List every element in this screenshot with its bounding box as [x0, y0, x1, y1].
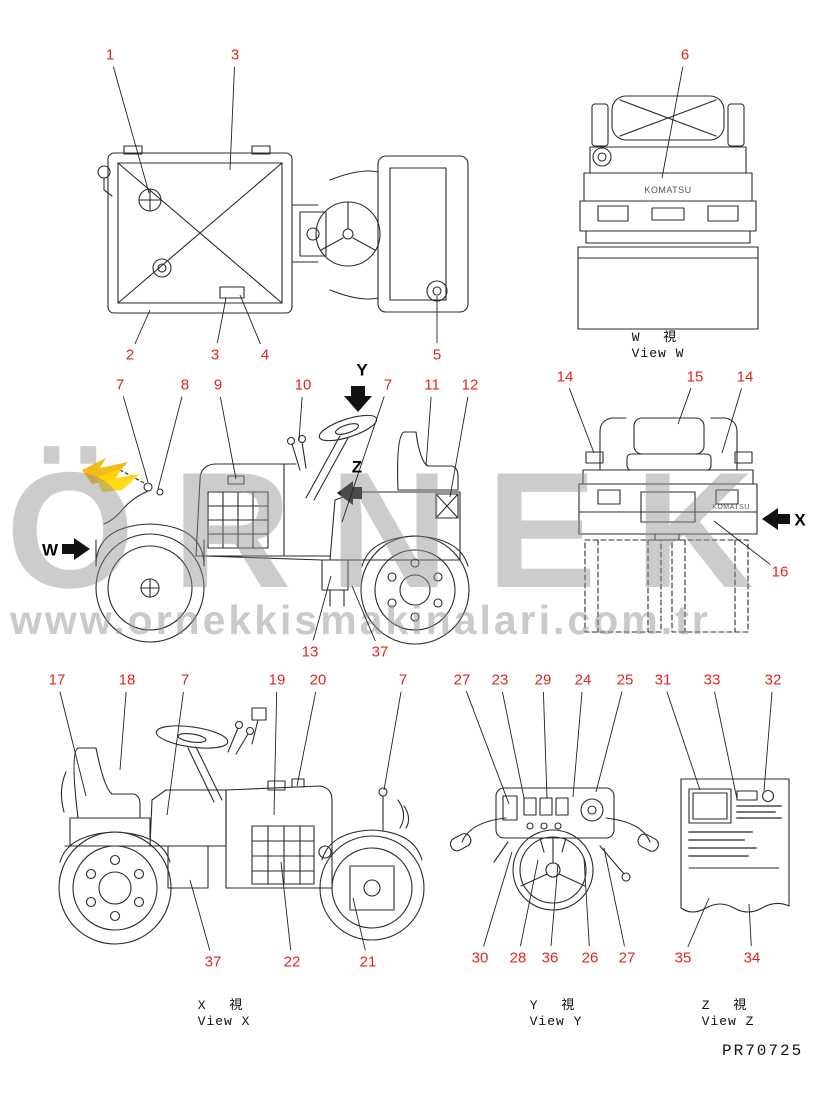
callout-13: 13: [301, 643, 319, 661]
top-view-art: [97, 145, 469, 314]
callout-32: 32: [764, 671, 782, 689]
callout-9: 9: [213, 376, 223, 394]
callout-1: 1: [105, 46, 115, 64]
callout-35: 35: [674, 949, 692, 967]
watermark-url: www.ornekkismakinalari.com.tr: [10, 597, 711, 643]
view-y-art: [449, 787, 659, 911]
callout-14: 14: [736, 368, 754, 386]
callout-4: 4: [260, 346, 270, 364]
view-direction-arrows: [62, 386, 790, 560]
yellow-arrow-icon: [96, 468, 140, 492]
callout-6: 6: [680, 46, 690, 64]
callout-5: 5: [432, 346, 442, 364]
callout-26: 26: [581, 949, 599, 967]
right-side-view-art: [58, 707, 425, 945]
callout-34: 34: [743, 949, 761, 967]
watermark-yellow-arrows: [82, 458, 140, 492]
yellow-arrow-icon: [82, 458, 128, 484]
callout-37: 37: [371, 643, 389, 661]
callout-3: 3: [230, 46, 240, 64]
callout-30: 30: [471, 949, 489, 967]
callout-8: 8: [180, 376, 190, 394]
view-direction-label-w: W: [41, 540, 59, 560]
view-z-art: [680, 778, 790, 913]
callout-28: 28: [509, 949, 527, 967]
callout-24: 24: [574, 671, 592, 689]
callout-2: 2: [125, 346, 135, 364]
watermark-brand: ÖRNEK: [6, 438, 792, 622]
callout-17: 17: [48, 671, 66, 689]
callout-22: 22: [283, 953, 301, 971]
callout-16: 16: [771, 563, 789, 581]
callout-23: 23: [491, 671, 509, 689]
callout-36: 36: [541, 949, 559, 967]
view-direction-label-x: X: [794, 510, 806, 530]
callout-7: 7: [383, 376, 393, 394]
left-side-view-art: [95, 414, 470, 645]
callout-12: 12: [461, 376, 479, 394]
callout-3: 3: [210, 346, 220, 364]
rear-view-art: [578, 417, 758, 633]
callout-20: 20: [309, 671, 327, 689]
callout-15: 15: [686, 368, 704, 386]
rear-view-brand-logo: KOMATSU: [712, 504, 750, 511]
callout-21: 21: [359, 953, 377, 971]
view-y-arrow-icon: [344, 386, 372, 412]
drawing-number: PR70725: [722, 1042, 804, 1060]
callout-18: 18: [118, 671, 136, 689]
callout-7: 7: [180, 671, 190, 689]
callout-10: 10: [294, 376, 312, 394]
callout-29: 29: [534, 671, 552, 689]
callout-31: 31: [654, 671, 672, 689]
front-view-brand-logo: KOMATSU: [644, 185, 691, 195]
callout-19: 19: [268, 671, 286, 689]
view-direction-label-z: Z: [351, 457, 363, 477]
callout-14: 14: [556, 368, 574, 386]
callout-37: 37: [204, 953, 222, 971]
view-x-arrow-icon: [762, 508, 790, 530]
view-z-arrow-icon: [337, 481, 362, 505]
callout-11: 11: [424, 376, 440, 394]
callout-33: 33: [703, 671, 721, 689]
front-view-w-art: [577, 95, 759, 330]
callout-7: 7: [398, 671, 408, 689]
callout-27: 27: [618, 949, 636, 967]
view-direction-label-y: Y: [356, 360, 368, 380]
callout-7: 7: [115, 376, 125, 394]
view-w-arrow-icon: [62, 538, 90, 560]
callout-25: 25: [616, 671, 634, 689]
callout-27: 27: [453, 671, 471, 689]
